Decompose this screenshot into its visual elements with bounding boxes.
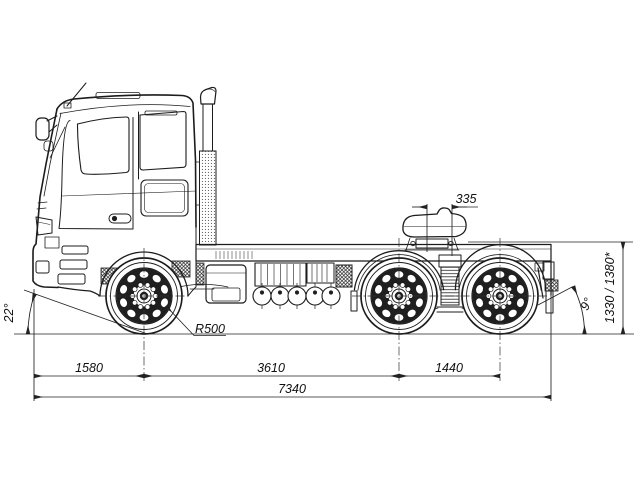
chassis-bracket-grate (171, 260, 191, 278)
stack-pipe (202, 103, 213, 152)
skirt-rear (187, 226, 197, 297)
rear-suspension (419, 254, 545, 315)
air-tanks (252, 283, 341, 309)
headlight (35, 216, 53, 236)
stack-cap-line (205, 88, 216, 92)
mudflap-rear (545, 290, 554, 314)
fifth-wheel-pin-right (448, 240, 454, 247)
shock-bracket (534, 262, 545, 272)
approach-angle-line (23, 289, 147, 334)
ribbed-box-b (306, 262, 335, 284)
shock-absorber (537, 267, 544, 299)
r500-leader (164, 304, 226, 336)
stack-mounts (195, 161, 200, 206)
equalizer-links (436, 306, 464, 313)
cab-step-1 (61, 245, 89, 255)
side-hatch-inner (144, 183, 185, 213)
ribbed-tank (254, 262, 307, 287)
headlight-inner (37, 221, 51, 225)
antenna-base (63, 102, 72, 109)
grille-slats (36, 201, 48, 210)
stack-shield (199, 150, 217, 246)
fender-2-outer (454, 243, 547, 291)
ribbed-tank-ribs (260, 264, 301, 285)
battery-box-panel (211, 287, 241, 302)
antenna (66, 82, 87, 107)
dim-height-label: 1330 / 1380* (603, 251, 617, 323)
skirt-front (57, 286, 101, 297)
dimension-layer: 335 1580 3610 1440 7340 1330 / 1380* 22°… (2, 192, 634, 401)
fifth-wheel-plate (402, 207, 467, 238)
door-handle-lock (111, 215, 118, 222)
wiper (49, 126, 66, 159)
spring-pack (440, 266, 460, 306)
cab-roof-outline (56, 94, 197, 228)
fog-lamp (35, 260, 50, 274)
b-pillar (132, 111, 139, 229)
exhaust-stack (195, 86, 217, 246)
departure-angle-line (537, 286, 574, 306)
door-handle (108, 213, 132, 224)
chassis (174, 243, 559, 309)
fifth-wheel-bracket (415, 238, 449, 249)
roof-hatch (95, 92, 141, 99)
plate-bracket (44, 236, 60, 249)
door-edge (58, 120, 134, 230)
cab-step-3 (57, 273, 86, 285)
fifth-wheel (402, 207, 467, 251)
r500-label: R500 (195, 322, 225, 336)
battery-box (205, 264, 247, 304)
side-hatch (140, 179, 189, 217)
hatched-block (335, 264, 353, 288)
roof-trim-line (59, 104, 191, 114)
cab (32, 82, 197, 297)
fifth-wheel-mount-lines (404, 237, 460, 251)
dim-1440-label: 1440 (435, 361, 463, 375)
door-window (76, 116, 130, 175)
approach-angle-arc (25, 292, 38, 335)
rear-crossmember (542, 261, 555, 280)
dim-3610-label: 3610 (257, 361, 285, 375)
cab-step-2 (59, 259, 88, 270)
dim-7340-label: 7340 (278, 382, 306, 396)
fifth-wheel-pin-left (410, 240, 416, 247)
cab-front-outline (32, 108, 59, 289)
mirror (35, 117, 50, 141)
wide-angle-mirror (43, 140, 54, 152)
air-tank-fittings (261, 283, 332, 309)
marker-light-strip (144, 110, 178, 116)
windshield-inner-line (43, 112, 62, 197)
ribbed-box-b-ribs (311, 264, 328, 282)
dim-335-label: 335 (456, 192, 477, 206)
rear-quarter-window (139, 110, 187, 171)
departure-angle-label: 9° (577, 296, 595, 313)
frame-bolt-row (215, 251, 253, 259)
dim-1580-label: 1580 (75, 361, 103, 375)
stack-cap (199, 86, 217, 105)
tail-lamp (544, 279, 559, 292)
mudflap-front (350, 290, 358, 312)
approach-angle-label: 22° (2, 304, 16, 324)
cab-rear-mount (195, 262, 205, 286)
centerlines (98, 238, 548, 381)
departure-angle-arc (571, 285, 587, 335)
body-crease (61, 190, 197, 197)
